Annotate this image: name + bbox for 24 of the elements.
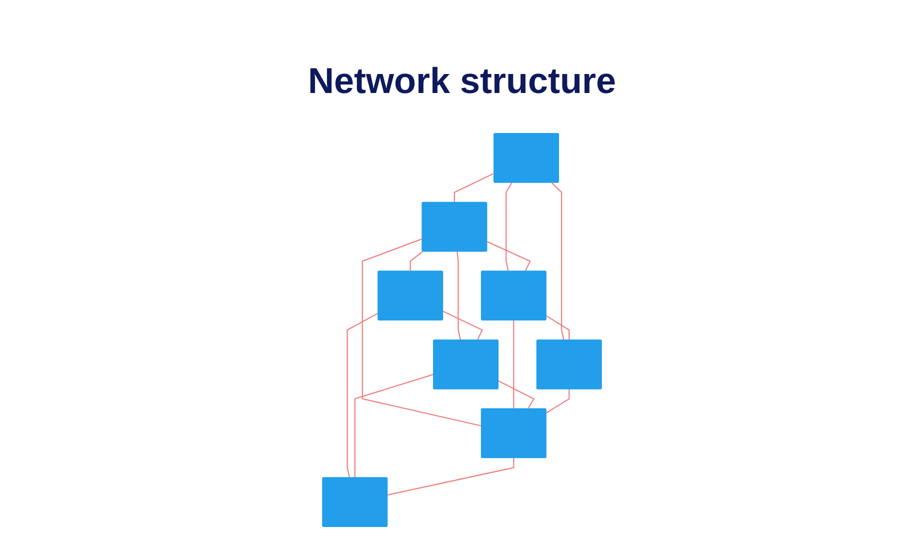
connector: [498, 380, 535, 409]
node-box: [536, 339, 602, 390]
connector: [410, 251, 423, 271]
node-box: [480, 270, 546, 321]
connector: [362, 238, 482, 426]
connector: [486, 241, 531, 271]
connector: [388, 458, 514, 496]
connector: [442, 310, 483, 340]
node-box: [433, 339, 499, 390]
node-box: [480, 408, 546, 458]
connector: [454, 173, 494, 202]
connector: [513, 320, 514, 408]
node-box: [378, 270, 444, 321]
connector: [546, 389, 570, 414]
connector: [346, 312, 378, 478]
connector: [546, 315, 570, 340]
node-box: [422, 202, 488, 252]
node-box: [494, 133, 560, 183]
diagram-title: Network structure: [306, 60, 618, 102]
connector: [551, 182, 564, 340]
connector: [506, 182, 512, 271]
connector: [354, 374, 434, 478]
node-box: [322, 477, 388, 527]
connector: [456, 252, 461, 340]
